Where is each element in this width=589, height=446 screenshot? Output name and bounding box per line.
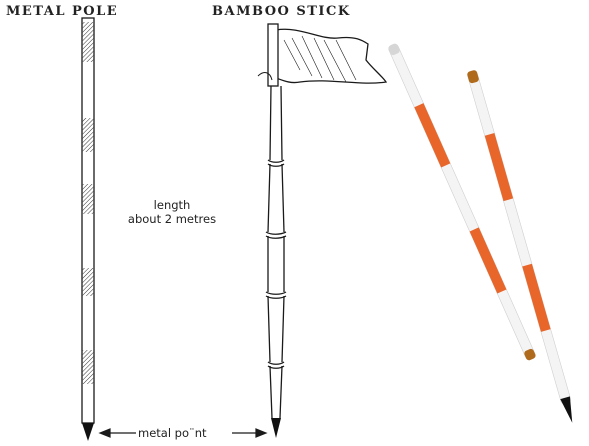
bamboo-tip [271,418,281,438]
pole-band-5 [83,350,94,384]
pole-band-1 [83,22,94,62]
metal-point-arrows [100,429,266,437]
pole-band-3 [83,184,94,214]
metal-pole-tip [82,423,94,441]
metal-pole [82,18,94,441]
pole-band-2 [83,118,94,152]
bamboo-stick [258,24,386,438]
pole-band-4 [83,268,94,296]
